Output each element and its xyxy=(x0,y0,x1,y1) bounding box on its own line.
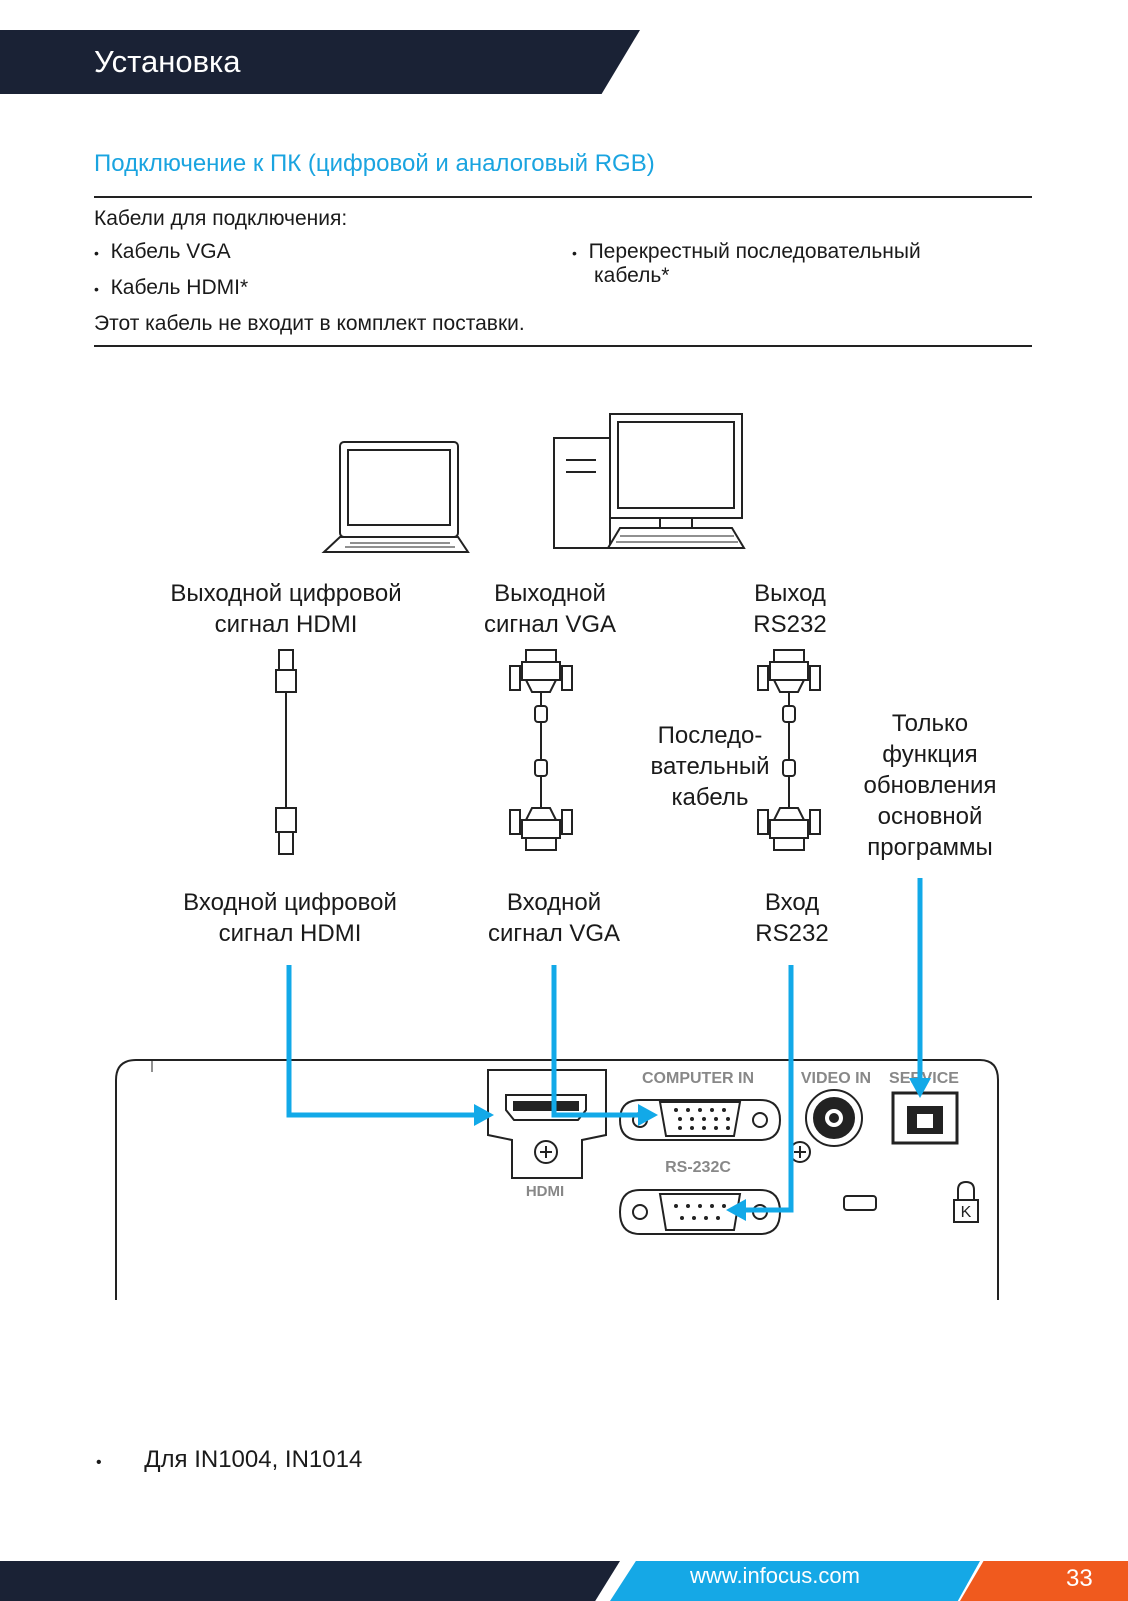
footer-url[interactable]: www.infocus.com xyxy=(690,1563,860,1588)
label-out-rs232: Выход RS232 xyxy=(730,578,850,640)
label-line: Вход xyxy=(764,889,820,916)
label-line: Последо- xyxy=(657,722,763,749)
label-line: вательный xyxy=(650,753,770,780)
hdmi-port-label: HDMI xyxy=(526,1183,564,1200)
label-service-only: Только функция обновления основной прогр… xyxy=(840,708,1020,863)
hdmi-cable-icon xyxy=(275,649,297,855)
label-out-hdmi: Выходной цифровой сигнал HDMI xyxy=(146,578,426,640)
label-line: Выходной цифровой xyxy=(170,580,402,607)
label-serial-cable: Последо- вательный кабель xyxy=(630,720,790,813)
page-number: 33 xyxy=(1066,1565,1093,1592)
header-band xyxy=(0,30,640,94)
label-line: Выход xyxy=(754,580,826,607)
label-line: программы xyxy=(867,834,993,861)
cable-item-hdmi: • Кабель HDMI* xyxy=(94,276,249,299)
footer-band-dark xyxy=(0,1561,620,1601)
computer-in-label: COMPUTER IN xyxy=(642,1070,754,1087)
cable-item-label: Перекрестный последовательный xyxy=(588,240,921,263)
indicator-slot xyxy=(843,1195,877,1211)
arrow-head-rs232 xyxy=(726,1199,746,1221)
top-rule xyxy=(94,196,1032,198)
pc-devices-illustration xyxy=(321,413,746,553)
video-in-label: VIDEO IN xyxy=(801,1070,871,1087)
label-line: Выходной xyxy=(494,580,606,607)
label-out-vga: Выходной сигнал VGA xyxy=(470,578,630,640)
vga-cable-icon xyxy=(509,649,573,851)
label-line: кабель xyxy=(671,784,749,811)
label-line: Только xyxy=(891,710,969,737)
bottom-rule xyxy=(94,345,1032,347)
cable-item-vga: • Кабель VGA xyxy=(94,240,231,263)
label-line: основной xyxy=(877,803,983,830)
desktop-pc-icon xyxy=(553,413,746,549)
service-usb-port-icon xyxy=(891,1091,959,1145)
label-line: сигнал HDMI xyxy=(218,920,362,947)
computer-in-port-icon xyxy=(618,1099,782,1141)
footnote: • Для IN1004, IN1014 xyxy=(96,1446,363,1473)
cable-item-serial: • Перекрестный последовательный кабель* xyxy=(572,240,921,287)
serial-cable-icon xyxy=(757,649,821,851)
label-in-rs232: Вход RS232 xyxy=(732,887,852,949)
cables-illustration xyxy=(275,649,821,855)
cables-note: Этот кабель не входит в комплект поставк… xyxy=(94,312,525,335)
arrow-rs232 xyxy=(742,965,794,1213)
label-line: RS232 xyxy=(753,611,827,638)
video-in-port-icon xyxy=(789,1089,863,1163)
label-in-hdmi: Входной цифровой сигнал HDMI xyxy=(150,887,430,949)
arrow-hdmi xyxy=(286,965,478,1118)
footnote-text: Для IN1004, IN1014 xyxy=(144,1446,363,1473)
hdmi-port-icon xyxy=(487,1069,607,1179)
label-line: RS232 xyxy=(755,920,829,947)
footer-band-orange xyxy=(960,1561,1128,1601)
footer-band-blue xyxy=(610,1561,980,1601)
cable-item-label-cont: кабель* xyxy=(594,264,670,287)
label-line: сигнал HDMI xyxy=(214,611,358,638)
svg-text:K: K xyxy=(961,1204,972,1221)
label-in-vga: Входной сигнал VGA xyxy=(474,887,634,949)
label-line: Входной цифровой xyxy=(183,889,397,916)
laptop-icon xyxy=(321,441,470,553)
cable-item-label: Кабель HDMI* xyxy=(110,276,249,299)
connection-arrows xyxy=(286,878,931,1221)
arrow-head-vga xyxy=(638,1104,658,1126)
arrow-vga xyxy=(551,965,642,1118)
section-title: Подключение к ПК (цифровой и аналоговый … xyxy=(94,150,655,177)
arrow-head-hdmi xyxy=(474,1104,494,1126)
label-line: обновления xyxy=(863,772,997,799)
label-line: Входной xyxy=(506,889,602,916)
rs232c-label: RS-232C xyxy=(665,1159,731,1176)
arrow-head-service xyxy=(909,1078,931,1098)
label-line: сигнал VGA xyxy=(483,611,617,638)
cables-intro: Кабели для подключения: xyxy=(94,207,348,230)
cable-item-label: Кабель VGA xyxy=(110,240,231,263)
label-line: функция xyxy=(882,741,978,768)
page-header-title: Установка xyxy=(94,44,241,79)
label-line: сигнал VGA xyxy=(487,920,621,947)
kensington-lock-icon: K xyxy=(953,1180,979,1223)
